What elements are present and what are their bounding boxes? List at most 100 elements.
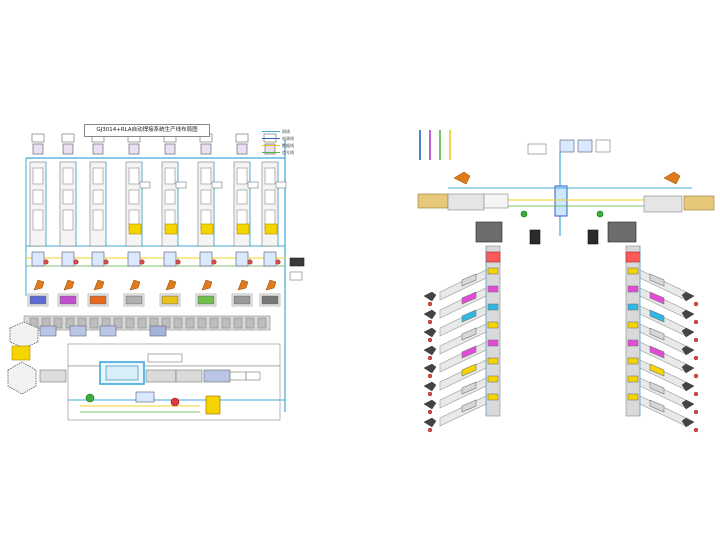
lower-conveyor-item bbox=[203, 369, 231, 383]
conveyor-slot bbox=[221, 317, 231, 329]
station-device-lower bbox=[163, 251, 177, 267]
station-controller bbox=[236, 143, 248, 155]
branch-part-left bbox=[461, 399, 477, 413]
station-fixture bbox=[128, 223, 142, 235]
legend-label: 电源线 bbox=[282, 135, 294, 141]
branch-indicator-right bbox=[693, 373, 699, 379]
info-box bbox=[245, 371, 261, 381]
branch-robot-right bbox=[681, 327, 695, 338]
station-fixture bbox=[200, 223, 214, 235]
branch-indicator-right bbox=[693, 301, 699, 307]
branch-part-right bbox=[649, 363, 665, 377]
legend-label: 信号线 bbox=[282, 149, 294, 155]
conveyor-marker-right bbox=[627, 285, 639, 293]
cnc-machine-left bbox=[475, 221, 503, 243]
conveyor-item bbox=[149, 325, 167, 337]
station-panel bbox=[128, 189, 140, 205]
legend-swatch bbox=[262, 137, 280, 140]
branch-part-left bbox=[461, 327, 477, 341]
station-device-lower bbox=[235, 251, 249, 267]
branch-part-right bbox=[649, 273, 665, 287]
station-device-lower bbox=[263, 251, 277, 267]
branch-robot-right bbox=[681, 417, 695, 428]
welding-robot bbox=[93, 279, 105, 291]
station-device bbox=[247, 181, 259, 189]
conveyor-slot bbox=[257, 317, 267, 329]
pallet-left bbox=[417, 193, 449, 209]
branch-indicator-left bbox=[427, 355, 433, 361]
station-label-box bbox=[31, 133, 45, 143]
branch-indicator-left bbox=[427, 337, 433, 343]
handheld-right bbox=[587, 229, 599, 245]
legend-item: 数据线 bbox=[262, 142, 294, 149]
branch-part-right bbox=[649, 291, 665, 305]
station-fixture bbox=[264, 223, 278, 235]
stop-button bbox=[170, 397, 180, 407]
tray-parts bbox=[125, 295, 143, 305]
station-panel bbox=[236, 167, 248, 185]
conveyor-marker-left bbox=[487, 339, 499, 347]
branch-part-left bbox=[461, 273, 477, 287]
legend-label: 数据线 bbox=[282, 142, 294, 148]
branch-robot-right bbox=[681, 363, 695, 374]
conveyor-marker-right bbox=[627, 339, 639, 347]
tray-parts bbox=[233, 295, 251, 305]
tray-parts bbox=[29, 295, 47, 305]
branch-robot-right bbox=[681, 399, 695, 410]
legend: 网线 电源线 数据线 信号线 bbox=[262, 128, 294, 156]
station-indicator bbox=[211, 259, 217, 265]
branch-indicator-left bbox=[427, 373, 433, 379]
conveyor-marker-right bbox=[627, 375, 639, 383]
conveyor-marker-left bbox=[487, 267, 499, 275]
branch-part-right bbox=[649, 399, 665, 413]
conveyor-slot bbox=[233, 317, 243, 329]
station-indicator bbox=[275, 259, 281, 265]
conveyor-slot bbox=[245, 317, 255, 329]
conveyor-slot bbox=[125, 317, 135, 329]
conveyor-marker-left bbox=[487, 303, 499, 311]
branch-robot-left bbox=[423, 399, 437, 410]
branch-indicator-left bbox=[427, 409, 433, 415]
branch-indicator-right bbox=[693, 355, 699, 361]
pallet-right bbox=[683, 195, 715, 211]
lower-conveyor bbox=[175, 369, 203, 383]
station-panel bbox=[200, 189, 212, 205]
station-controller bbox=[128, 143, 140, 155]
conveyor-slot bbox=[185, 317, 195, 329]
branch-robot-right bbox=[681, 309, 695, 320]
conveyor-marker-left bbox=[487, 393, 499, 401]
branch-part-left bbox=[461, 345, 477, 359]
station-panel bbox=[128, 167, 140, 185]
branch-indicator-right bbox=[693, 337, 699, 343]
branch-robot-left bbox=[423, 363, 437, 374]
start-button bbox=[85, 393, 95, 403]
conveyor-head-right bbox=[625, 251, 641, 263]
station-indicator bbox=[43, 259, 49, 265]
station-controller bbox=[62, 143, 74, 155]
legend-item: 网线 bbox=[262, 128, 294, 135]
station-device-lower bbox=[91, 251, 105, 267]
welding-robot bbox=[33, 279, 45, 291]
station-label-box bbox=[235, 133, 249, 143]
conveyor-slot bbox=[173, 317, 183, 329]
server bbox=[595, 139, 611, 153]
conveyor-slot bbox=[209, 317, 219, 329]
branch-robot-left bbox=[423, 327, 437, 338]
branch-robot-right bbox=[681, 381, 695, 392]
station-controller bbox=[200, 143, 212, 155]
legend-label: 网线 bbox=[282, 128, 290, 134]
station-indicator bbox=[247, 259, 253, 265]
handheld-left bbox=[529, 229, 541, 245]
branch-indicator-left bbox=[427, 319, 433, 325]
station-controller bbox=[92, 143, 104, 155]
lower-conveyor bbox=[39, 369, 67, 383]
conveyor-slot bbox=[113, 317, 123, 329]
conveyor-slot bbox=[137, 317, 147, 329]
conveyor-item bbox=[39, 325, 57, 337]
station-indicator bbox=[139, 259, 145, 265]
indicator bbox=[596, 210, 604, 218]
station-panel bbox=[164, 167, 176, 185]
welding-robot bbox=[237, 279, 249, 291]
tray-parts bbox=[197, 295, 215, 305]
lower-conveyor bbox=[145, 369, 177, 383]
